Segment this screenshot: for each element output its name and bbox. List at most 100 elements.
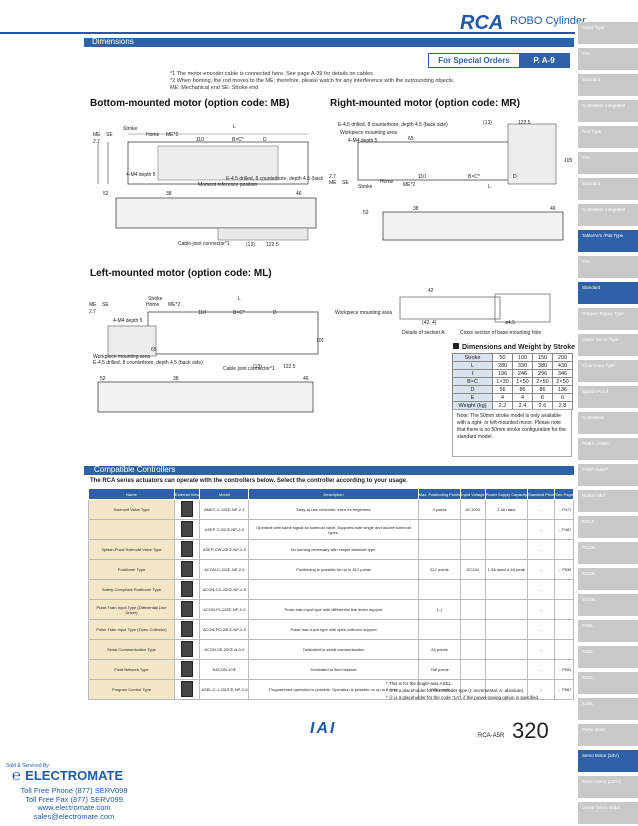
distributor-web[interactable]: www.electromate.com xyxy=(37,803,111,812)
controller-image xyxy=(173,679,201,700)
controllers-intro: The RCA series actuators can operate wit… xyxy=(90,478,408,484)
ml-46-label: 46 xyxy=(303,376,309,382)
sidebar-item[interactable]: Mini xyxy=(578,152,638,174)
sidebar-item[interactable]: Controllers Integrated xyxy=(578,100,638,122)
controller-model: RACON-20① xyxy=(199,659,250,680)
controller-voltage xyxy=(460,659,486,680)
sidebar-item[interactable]: SSEL xyxy=(578,672,638,694)
controller-page[interactable]: → P477 xyxy=(554,499,574,520)
distributor-email[interactable]: sales@electromate.com xyxy=(33,811,115,821)
special-orders-page: P. A-9 xyxy=(519,54,569,67)
sidebar-item[interactable]: Gripper/ Rotary Type xyxy=(578,308,638,330)
ml-27-label: 2.7 xyxy=(89,309,96,315)
controller-page[interactable] xyxy=(554,639,574,660)
sidebar-item[interactable]: Slider Type xyxy=(578,22,638,44)
sidebar-item[interactable]: Table/Arm /Flat Type xyxy=(578,230,638,252)
controller-model: ACON-SE-20I①-N-0-0 xyxy=(199,639,250,660)
controller-description xyxy=(248,579,419,600)
ml-stroke-label: Stroke xyxy=(148,296,163,302)
controller-price: – xyxy=(526,499,556,520)
special-orders-link[interactable]: For Special Orders P. A-9 xyxy=(428,53,570,68)
note-1: *1 The motor-encoder cable is connected … xyxy=(170,71,375,77)
controller-voltage xyxy=(460,679,486,700)
controller-model: ASEP-CW-20I①-NP-2-0 xyxy=(199,539,250,560)
dim-cell: L xyxy=(452,361,493,370)
mr-d-label: D xyxy=(513,174,517,180)
sidebar-item[interactable]: ERC2 xyxy=(578,516,638,538)
controller-description: Dedicated to serial communication xyxy=(248,639,419,660)
controller-page[interactable]: → P503 xyxy=(554,659,574,680)
sidebar-item[interactable]: SCON xyxy=(578,594,638,616)
sidebar-item[interactable]: Servo Motor (24V) xyxy=(578,750,638,772)
controller-name: Field Network Type xyxy=(88,659,175,680)
sidebar-item[interactable]: Controllers xyxy=(578,412,638,434)
sidebar-item[interactable]: ACON xyxy=(578,568,638,590)
controller-photo-icon xyxy=(181,501,194,517)
sidebar-item[interactable]: PSEP /ASEP xyxy=(578,464,638,486)
mb-d-label: D xyxy=(263,137,267,143)
sidebar-item[interactable]: Linear Servo Type xyxy=(578,334,638,356)
mb-46-label: 46 xyxy=(296,191,302,197)
dim-header-cell: Stroke xyxy=(452,353,493,362)
sidebar-item[interactable]: PSEL xyxy=(578,620,638,642)
controller-page[interactable]: → P567 xyxy=(554,679,574,700)
controller-image xyxy=(173,499,201,520)
electromate-icon: ℮ xyxy=(12,767,26,784)
sidebar-item[interactable]: Standard xyxy=(578,178,638,200)
sidebar-item[interactable]: PMEC /AMEC xyxy=(578,438,638,460)
controller-page[interactable] xyxy=(554,619,574,640)
sidebar-item[interactable]: XSEL xyxy=(578,698,638,720)
controllers-section-title: Compatible Controllers xyxy=(94,465,176,474)
controller-model: ACON-CG-20I①-NP-2-0 xyxy=(199,579,250,600)
sidebar-item[interactable]: Controllers Integrated xyxy=(578,204,638,226)
sidebar-item[interactable]: Mini xyxy=(578,256,638,278)
ml-1225-label: 122.5 xyxy=(283,364,296,370)
controller-power: 2.4A rated xyxy=(484,499,528,520)
heading-mb: Bottom-mounted motor (option code: MB) xyxy=(90,98,290,109)
sidebar-item[interactable]: Standard xyxy=(578,74,638,96)
controller-description: Easy-to-use controller, even for beginne… xyxy=(248,499,419,520)
controller-page[interactable] xyxy=(554,579,574,600)
dim-cell: 346 xyxy=(552,369,573,378)
controller-price: – xyxy=(526,539,556,560)
ml-bc-label: B×C* xyxy=(233,310,245,316)
controller-page[interactable] xyxy=(554,539,574,560)
controller-page[interactable]: → P535 xyxy=(554,559,574,580)
sidebar-item[interactable]: PCON xyxy=(578,542,638,564)
sidebar-item[interactable]: Cleanroom Type xyxy=(578,360,638,382)
sidebar-item[interactable]: Mini xyxy=(578,48,638,70)
distributor-phone: Toll Free Phone (877) SERV098 xyxy=(20,786,128,795)
controller-page[interactable] xyxy=(554,599,574,620)
sidebar-item[interactable]: Standard xyxy=(578,282,638,304)
controller-price: – xyxy=(526,599,556,620)
sidebar-item[interactable]: Pulse Motor xyxy=(578,724,638,746)
product-series-title: RCA xyxy=(460,12,504,34)
controller-image xyxy=(173,599,201,620)
mb-110-label: 110 xyxy=(196,137,204,143)
ml-l-label: L xyxy=(238,296,241,302)
mr-home-label: Home xyxy=(380,179,394,185)
col-voltage: Input Voltage xyxy=(460,488,486,500)
mb-body-outline xyxy=(127,141,309,185)
dim-cell: 296 xyxy=(532,369,553,378)
dim-cell: 86 xyxy=(512,385,533,394)
controller-name: Pulse Train Input Type (Open Collector) xyxy=(88,619,175,640)
controller-page[interactable]: → P487 xyxy=(554,519,574,540)
controllers-footnotes: * This is for the single-axis ASEL. * ① … xyxy=(386,680,539,701)
sidebar-item[interactable]: Splash-Proof xyxy=(578,386,638,408)
dim-header-cell: 50 xyxy=(492,353,513,362)
sidebar-item[interactable]: Linear Servo Motor xyxy=(578,802,638,824)
sidebar-item[interactable]: ROBO NET xyxy=(578,490,638,512)
sidebar-item[interactable]: ASEL xyxy=(578,646,638,668)
mr-m4-label: 4-M4 depth 5 xyxy=(348,138,378,144)
sidebar-item[interactable]: Rod Type xyxy=(578,126,638,148)
controller-photo-icon xyxy=(181,521,194,537)
mb-cable-label: Cable joint connector*1 xyxy=(178,241,230,247)
detail-a-outline xyxy=(399,296,501,320)
sidebar-item[interactable]: Servo Motor (230V) xyxy=(578,776,638,798)
controller-points xyxy=(417,519,462,540)
controller-name: Program Control Type xyxy=(88,679,175,700)
